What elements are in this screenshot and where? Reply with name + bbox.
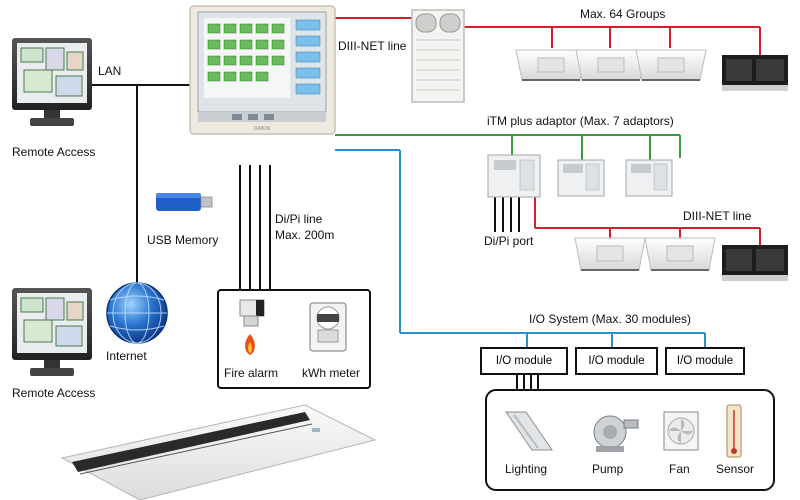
cassette-unit: [635, 49, 707, 81]
dipi-line: [239, 165, 539, 390]
diii-net-line-right: [534, 195, 761, 245]
cassette-unit: [575, 49, 647, 81]
usb-memory-icon: [156, 193, 213, 211]
kwh-meter-label: kWh meter: [302, 366, 361, 380]
remote-access-label: Remote Access: [12, 145, 96, 159]
sensor-icon: [726, 404, 742, 458]
diii-net-line-top: [335, 17, 761, 55]
outdoor-unit: [411, 9, 465, 103]
equipment-box: [485, 389, 775, 491]
usb-memory-label: USB Memory: [147, 233, 219, 247]
pump-label: Pump: [592, 462, 624, 476]
internet-label: Internet: [106, 349, 147, 363]
cassette-unit: [574, 237, 646, 271]
itm-adaptor: [625, 159, 673, 197]
touch-controller: [189, 5, 336, 135]
duct-unit: [722, 55, 788, 91]
lan-label: LAN: [98, 64, 122, 78]
remote-access-label: Remote Access: [12, 386, 96, 400]
remote-access-pc-bottom: [12, 288, 92, 376]
io-system-line: [335, 149, 706, 347]
itm-adaptor-label: iTM plus adaptor (Max. 7 adaptors): [487, 114, 674, 128]
remote-access-pc-top: [12, 38, 92, 126]
lighting-icon: [505, 411, 553, 451]
lan-lines: [92, 84, 205, 285]
fire-alarm-icon: [239, 299, 265, 355]
max-groups-label: Max. 64 Groups: [580, 7, 666, 21]
io-module: I/O module: [480, 347, 568, 375]
brand-logo: DAIKIN: [254, 126, 271, 132]
fan-icon: [663, 411, 699, 451]
pump-icon: [593, 415, 639, 452]
itm-adaptor-line: [335, 134, 681, 160]
sensor-label: Sensor: [716, 462, 755, 476]
diii-net-line-label: DIII-NET line: [683, 209, 752, 223]
cassette-unit: [515, 49, 587, 81]
cassette-unit: [644, 237, 716, 271]
lighting-label: Lighting: [505, 462, 548, 476]
duct-unit: [722, 245, 788, 281]
dipi-max-label: Max. 200m: [275, 228, 335, 242]
fire-alarm-label: Fire alarm: [224, 366, 279, 380]
kwh-meter-icon: [309, 302, 347, 352]
diii-net-line-label: DIII-NET line: [338, 39, 407, 53]
io-system-label: I/O System (Max. 30 modules): [529, 312, 692, 326]
dipi-port-label: Di/Pi port: [484, 234, 534, 248]
io-module: I/O module: [665, 347, 745, 375]
itm-adaptor: [557, 159, 605, 197]
ceiling-suspended-unit: [60, 404, 377, 500]
itm-adaptor: [487, 154, 541, 198]
internet-globe-icon: [106, 282, 168, 344]
fan-label: Fan: [669, 462, 690, 476]
io-module: I/O module: [575, 347, 658, 375]
dipi-line-label: Di/Pi line: [275, 212, 323, 226]
